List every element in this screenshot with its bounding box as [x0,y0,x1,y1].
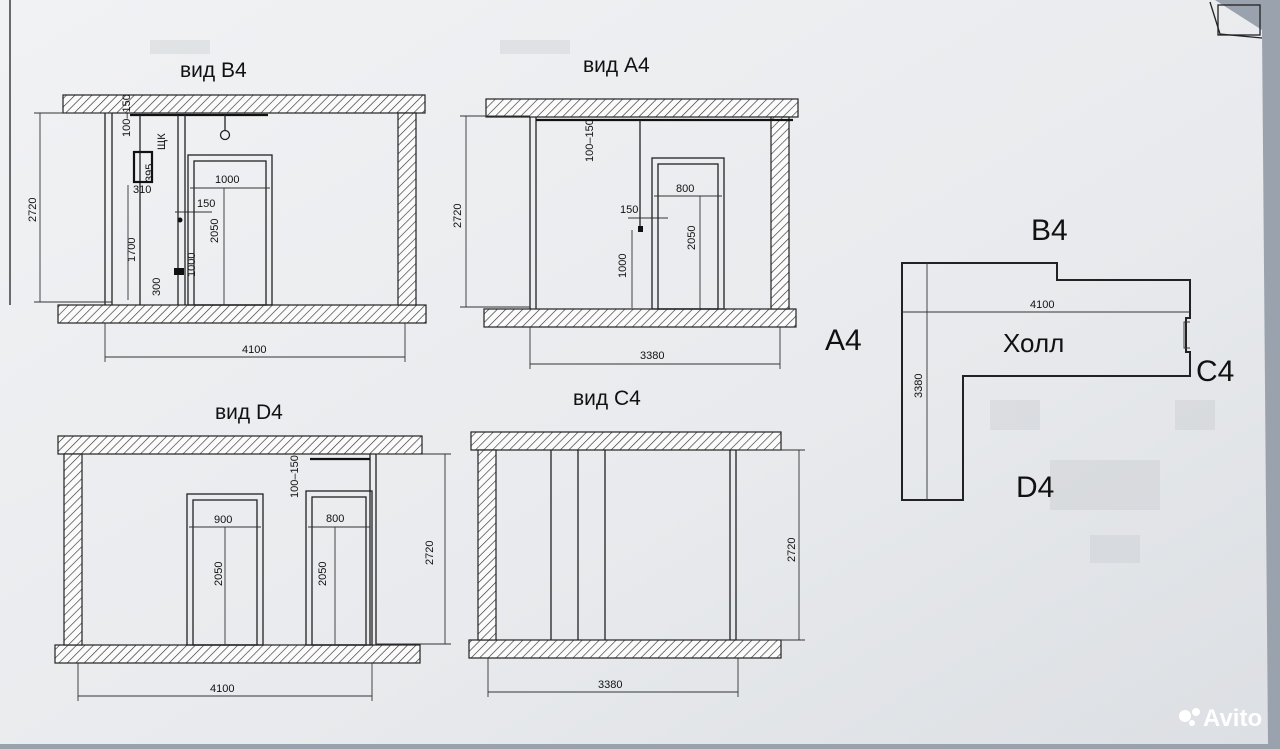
d4-ceiling-slab [57,435,423,455]
c4-width-label: 3380 [598,679,622,691]
b4-socket-icon [174,268,184,275]
c4-left-wall [477,449,497,641]
a4-door-height: 2050 [686,226,698,250]
a4-height-label: 2720 [452,204,464,228]
plan-outline [901,262,1191,501]
d4-height-label: 2720 [424,541,436,565]
plan-label-a4: A4 [825,324,862,357]
svg-text:300: 300 [151,278,163,296]
avito-watermark: Avito [1179,705,1262,732]
d4-left-wall [63,453,83,646]
bleed-through [150,40,1215,563]
svg-text:150: 150 [620,204,638,216]
d4-door2-height: 2050 [317,562,329,586]
svg-text:310: 310 [133,184,151,196]
a4-door-width: 800 [676,183,694,195]
view-b4-title: вид В4 [180,59,247,82]
svg-text:1000: 1000 [186,253,198,277]
view-c4: вид С4 2720 3380 [468,387,805,697]
view-a4-title: вид А4 [583,54,650,77]
a4-floor-slab [483,308,797,328]
c4-ceiling-slab [470,431,782,451]
b4-height-label: 2720 [27,198,39,222]
svg-text:395: 395 [144,164,156,182]
svg-text:100–150: 100–150 [289,455,301,498]
title-stamp-corner [1217,4,1261,36]
plan-width-label: 4100 [1030,299,1054,311]
a4-switch-icon [638,226,643,232]
svg-text:100–150: 100–150 [584,119,596,162]
d4-door2-width: 800 [326,513,344,525]
plan-label-c4: C4 [1196,355,1234,388]
view-c4-title: вид С4 [573,387,641,410]
d4-floor-slab [54,644,421,664]
a4-ceiling-slab [485,98,799,118]
svg-text:1700: 1700 [126,238,138,262]
b4-door-width: 1000 [215,174,239,186]
plan-opening-c4 [1183,321,1190,349]
b4-shk-label: ЩК [156,133,168,150]
plan-height-label: 3380 [913,374,925,398]
b4-switch-icon [177,217,183,223]
b4-floor-slab [57,304,427,324]
view-a4: вид А4 100–150 150 1000 800 2050 2720 33… [452,54,799,369]
sheet-border-corner [1209,1,1263,39]
b4-ceiling-slab [62,94,426,114]
b4-door-height: 2050 [209,219,221,243]
b4-panel-shk [132,150,154,184]
svg-text:150: 150 [197,198,215,210]
c4-floor-slab [468,639,782,659]
room-plan: 4100 3380 Холл B4 A4 C4 D4 [825,214,1234,504]
plan-room-name: Холл [1003,328,1064,358]
d4-door1-width: 900 [214,514,232,526]
d4-width-label: 4100 [210,683,234,695]
view-d4: вид D4 100–150 900 2050 800 2050 2720 41… [54,401,451,701]
svg-text:100–150: 100–150 [121,94,133,137]
plan-label-d4: D4 [1016,471,1054,504]
a4-width-label: 3380 [640,350,664,362]
c4-height-label: 2720 [786,538,798,562]
view-d4-title: вид D4 [215,401,283,424]
b4-lamp-icon [219,129,231,141]
b4-right-wall [397,112,417,306]
svg-text:1000: 1000 [617,254,629,278]
plan-label-b4: B4 [1031,214,1068,247]
avito-logo-icon [1179,710,1191,722]
b4-width-label: 4100 [242,344,266,356]
a4-right-wall [770,116,790,310]
d4-door1-height: 2050 [213,562,225,586]
view-b4: вид В4 ЩК 395 310 100–150 1700 150 300 1… [27,59,427,362]
avito-watermark-text: Avito [1203,705,1262,732]
